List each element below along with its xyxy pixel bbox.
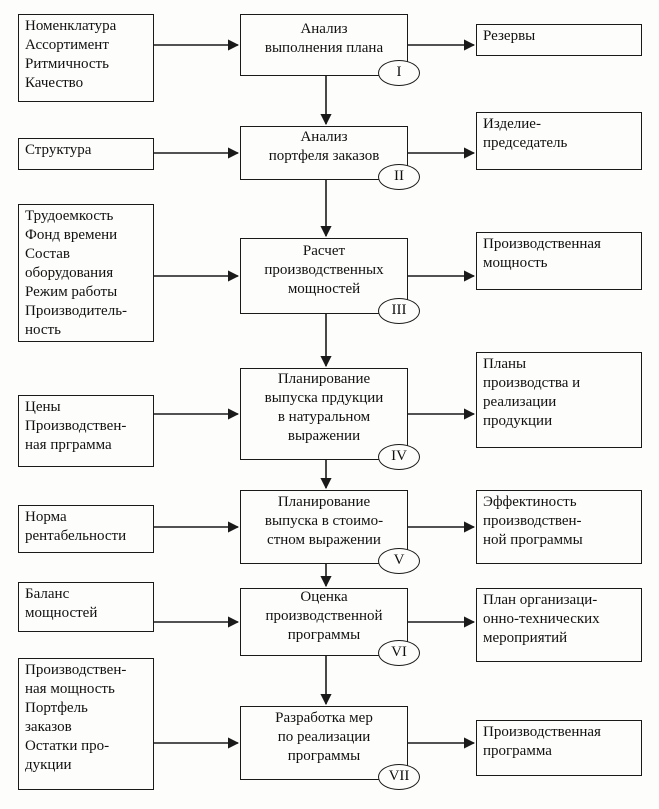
stage-1-output-text: Резервы [483, 28, 536, 44]
stage-3-title: Расчет производственных мощностей [264, 242, 384, 297]
stage-5-box: Планирование выпуска в стоимо- стном выр… [240, 490, 408, 564]
stage-7-box: Разработка мер по реализации программы [240, 706, 408, 780]
stage-5-output-text: Эффектиность производствен- ной программ… [483, 494, 583, 548]
stage-2-number: II [378, 164, 420, 190]
stage-6-box: Оценка производственной программы [240, 588, 408, 656]
stage-4-output: Планы производства и реализации продукци… [476, 352, 642, 448]
stage-6-inputs-text: Баланс мощностей [25, 586, 98, 621]
stage-2-title: Анализ портфеля заказов [268, 129, 380, 164]
stage-1-inputs-text: Номенклатура Ассортимент Ритмичность Кач… [25, 18, 117, 91]
stage-7-inputs-text: Производствен- ная мощность Портфель зак… [25, 662, 127, 773]
stage-1-output: Резервы [476, 24, 642, 56]
stage-2-inputs-text: Структура [25, 142, 92, 158]
stage-1-number: I [378, 60, 420, 86]
stage-6-number: VI [378, 640, 420, 666]
stage-3-inputs: Трудоемкость Фонд времени Состав оборудо… [18, 204, 154, 342]
stage-2-output-text: Изделие- председатель [483, 116, 568, 151]
stage-3-output-text: Производственная мощность [483, 236, 601, 271]
stage-7-inputs: Производствен- ная мощность Портфель зак… [18, 658, 154, 790]
stage-6-output: План организаци- онно-технических меропр… [476, 588, 642, 662]
stage-3-number: III [378, 298, 420, 324]
stage-5-inputs: Норма рентабельности [18, 505, 154, 553]
stage-4-output-text: Планы производства и реализации продукци… [483, 356, 581, 429]
stage-2-inputs: Структура [18, 138, 154, 170]
stage-2-output: Изделие- председатель [476, 112, 642, 170]
stage-7-title: Разработка мер по реализации программы [275, 709, 373, 764]
stage-4-title: Планирование выпуска прдукции в натураль… [264, 371, 384, 444]
stage-5-title: Планирование выпуска в стоимо- стном выр… [264, 493, 384, 548]
stage-7-number: VII [378, 764, 420, 790]
stage-1-inputs: Номенклатура Ассортимент Ритмичность Кач… [18, 14, 154, 102]
stage-3-output: Производственная мощность [476, 232, 642, 290]
stage-6-inputs: Баланс мощностей [18, 582, 154, 632]
stage-1-title: Анализ выполнения плана [264, 21, 384, 56]
stage-4-inputs: Цены Производствен- ная прграмма [18, 395, 154, 467]
stage-7-output-text: Производственная программа [483, 724, 601, 759]
stage-5-inputs-text: Норма рентабельности [25, 509, 127, 544]
stage-4-number: IV [378, 444, 420, 470]
stage-6-output-text: План организаци- онно-технических меропр… [483, 592, 600, 646]
stage-7-output: Производственная программа [476, 720, 642, 776]
stage-4-box: Планирование выпуска прдукции в натураль… [240, 368, 408, 460]
stage-4-inputs-text: Цены Производствен- ная прграмма [25, 399, 127, 453]
stage-6-title: Оценка производственной программы [265, 588, 383, 643]
stage-3-box: Расчет производственных мощностей [240, 238, 408, 314]
stage-5-output: Эффектиность производствен- ной программ… [476, 490, 642, 564]
stage-5-number: V [378, 548, 420, 574]
stage-3-inputs-text: Трудоемкость Фонд времени Состав оборудо… [25, 208, 128, 338]
